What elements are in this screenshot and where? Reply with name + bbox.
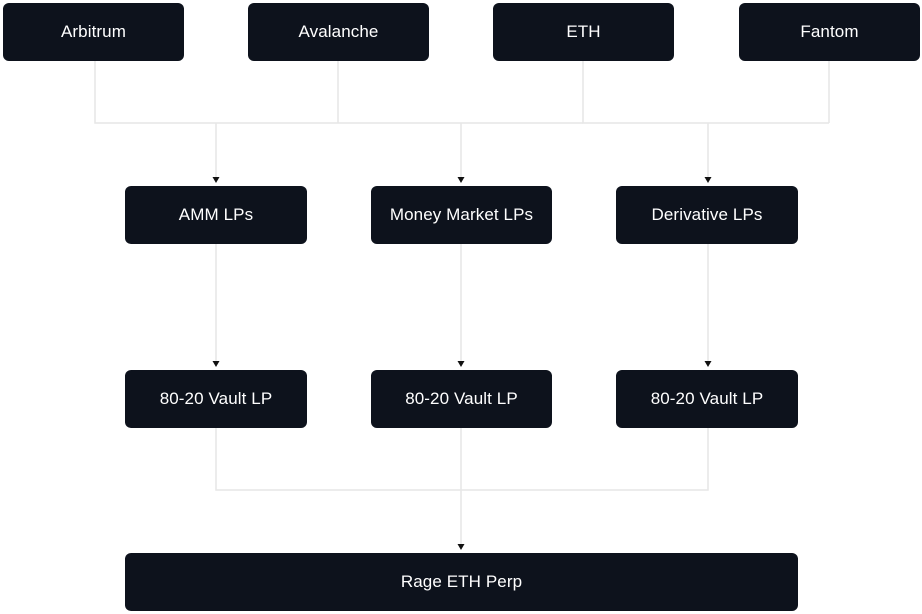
node-eth: ETH [493,3,674,61]
node-rage-eth-perp: Rage ETH Perp [125,553,798,611]
arrow-to-vault2 [457,361,465,367]
node-fantom-label: Fantom [800,22,859,41]
node-vault-lp-2: 80-20 Vault LP [371,370,552,428]
arrow-to-rage [457,544,465,550]
node-avalanche: Avalanche [248,3,429,61]
arrow-to-vault1 [212,361,220,367]
node-vault-lp-2-label: 80-20 Vault LP [405,389,518,408]
node-vault-lp-1-label: 80-20 Vault LP [159,389,273,408]
connector-merge-mid [338,122,583,180]
node-derivative-lps: Derivative LPs [616,186,798,244]
arrow-to-deriv [704,177,712,183]
node-money-market-lps-label: Money Market LPs [389,205,534,224]
node-amm-lps-label: AMM LPs [178,205,254,224]
node-vault-lp-3: 80-20 Vault LP [616,370,798,428]
node-money-market-lps: Money Market LPs [371,186,552,244]
arrow-to-money [457,177,465,183]
node-arbitrum: Arbitrum [3,3,184,61]
node-eth-label: ETH [566,22,601,41]
arrow-to-vault3 [704,361,712,367]
node-fantom: Fantom [739,3,920,61]
node-derivative-lps-label: Derivative LPs [651,205,763,224]
node-vault-lp-1: 80-20 Vault LP [125,370,307,428]
connector-arbitrum [94,61,338,124]
node-vault-lp-3-label: 80-20 Vault LP [650,389,764,408]
node-arbitrum-label: Arbitrum [60,22,127,41]
node-amm-lps: AMM LPs [125,186,307,244]
connector-vaults-merge [215,428,709,547]
connector-eth [582,61,829,124]
arrow-to-amm [212,177,220,183]
node-rage-eth-perp-label: Rage ETH Perp [400,572,523,591]
node-avalanche-label: Avalanche [298,22,379,41]
